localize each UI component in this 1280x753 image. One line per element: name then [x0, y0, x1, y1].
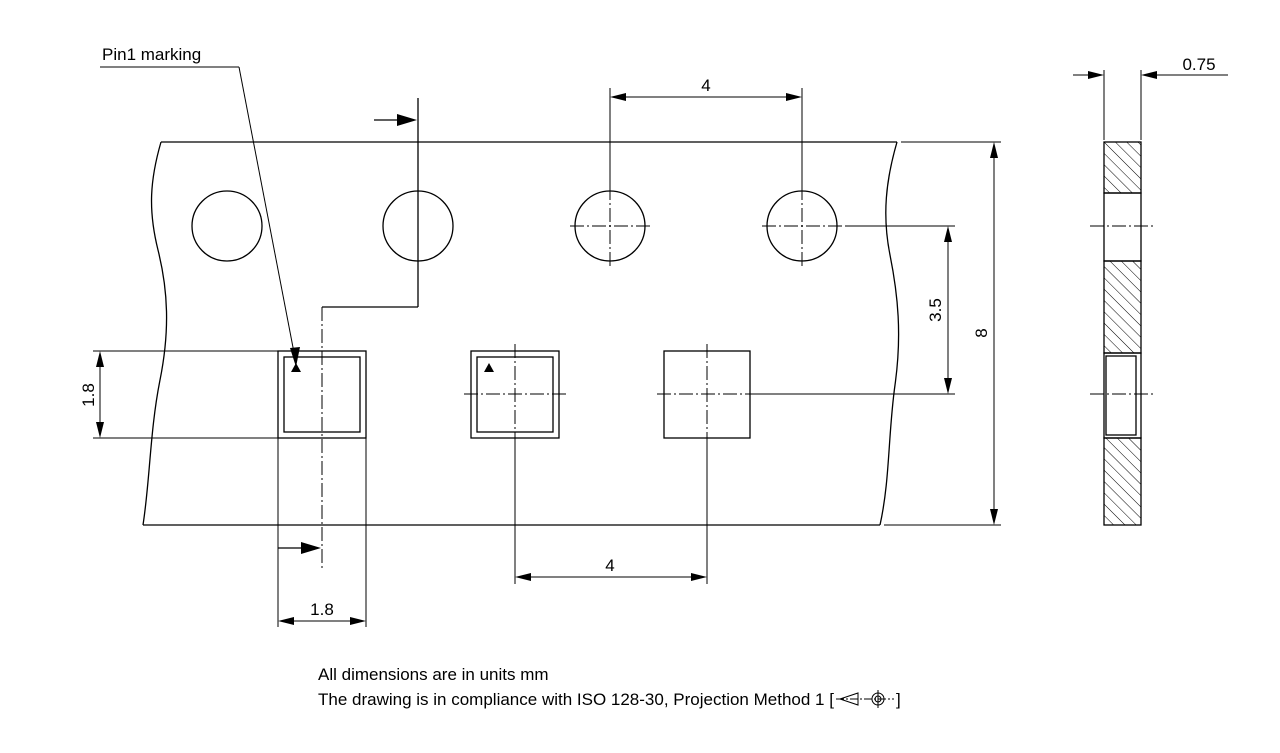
pocket-height-label: 1.8	[79, 383, 98, 407]
pin1-leader: Pin1 marking	[100, 45, 300, 367]
dimension-pocket-height: 1.8	[79, 350, 278, 439]
compliance-note: The drawing is in compliance with ISO 12…	[318, 690, 901, 710]
dimension-tape-width: 8	[884, 141, 1001, 526]
dimension-pitch-bottom: 4	[514, 446, 708, 584]
pin1-marker	[291, 363, 301, 372]
hole-to-pocket-label: 3.5	[926, 298, 945, 322]
pin1-label: Pin1 marking	[102, 45, 201, 64]
sprocket-hole	[191, 190, 263, 262]
units-note: All dimensions are in units mm	[318, 665, 549, 684]
thickness-label: 0.75	[1182, 55, 1215, 74]
dimension-pitch-top: 4	[609, 76, 803, 186]
sprocket-holes	[191, 186, 845, 266]
projection-method-icon	[835, 690, 894, 708]
dimension-pocket-width: 1.8	[277, 438, 367, 627]
section-line	[278, 98, 419, 568]
side-view: 0.75	[1073, 55, 1228, 526]
pin1-marker	[484, 363, 494, 372]
compliance-bracket: ]	[895, 690, 901, 709]
dimension-hole-to-pocket: 3.5	[757, 225, 955, 395]
compliance-text: The drawing is in compliance with ISO 12…	[318, 690, 834, 709]
tape-outline	[142, 141, 900, 526]
pitch-bottom-label: 4	[605, 556, 614, 575]
pockets	[277, 344, 757, 446]
tape-width-label: 8	[972, 328, 991, 337]
pocket-width-label: 1.8	[310, 600, 334, 619]
pitch-top-label: 4	[701, 76, 710, 95]
